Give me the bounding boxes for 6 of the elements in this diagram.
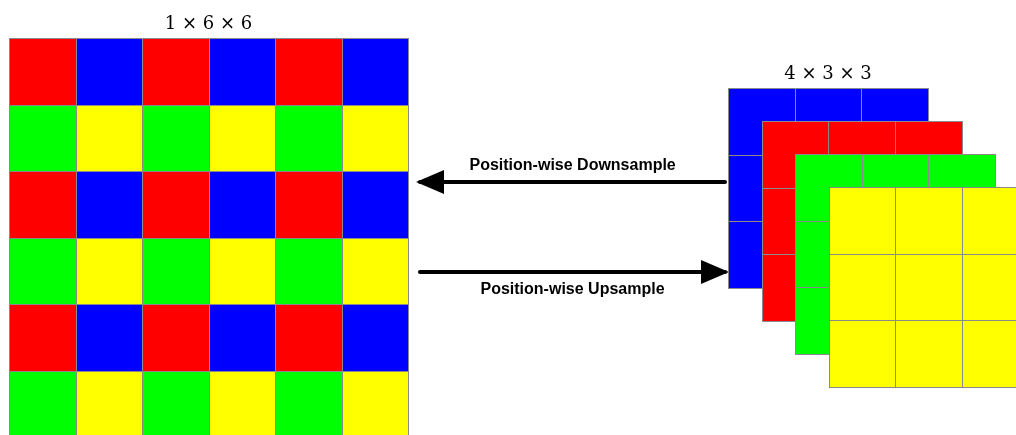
dimension-label: 1 × 6 × 6 xyxy=(163,12,254,33)
edge-label: Position-wise Upsample xyxy=(478,280,667,298)
edge-label: Position-wise Downsample xyxy=(467,156,678,174)
arrow xyxy=(418,260,729,284)
arrow xyxy=(416,170,727,194)
dimension-label: 4 × 3 × 3 xyxy=(783,62,873,83)
